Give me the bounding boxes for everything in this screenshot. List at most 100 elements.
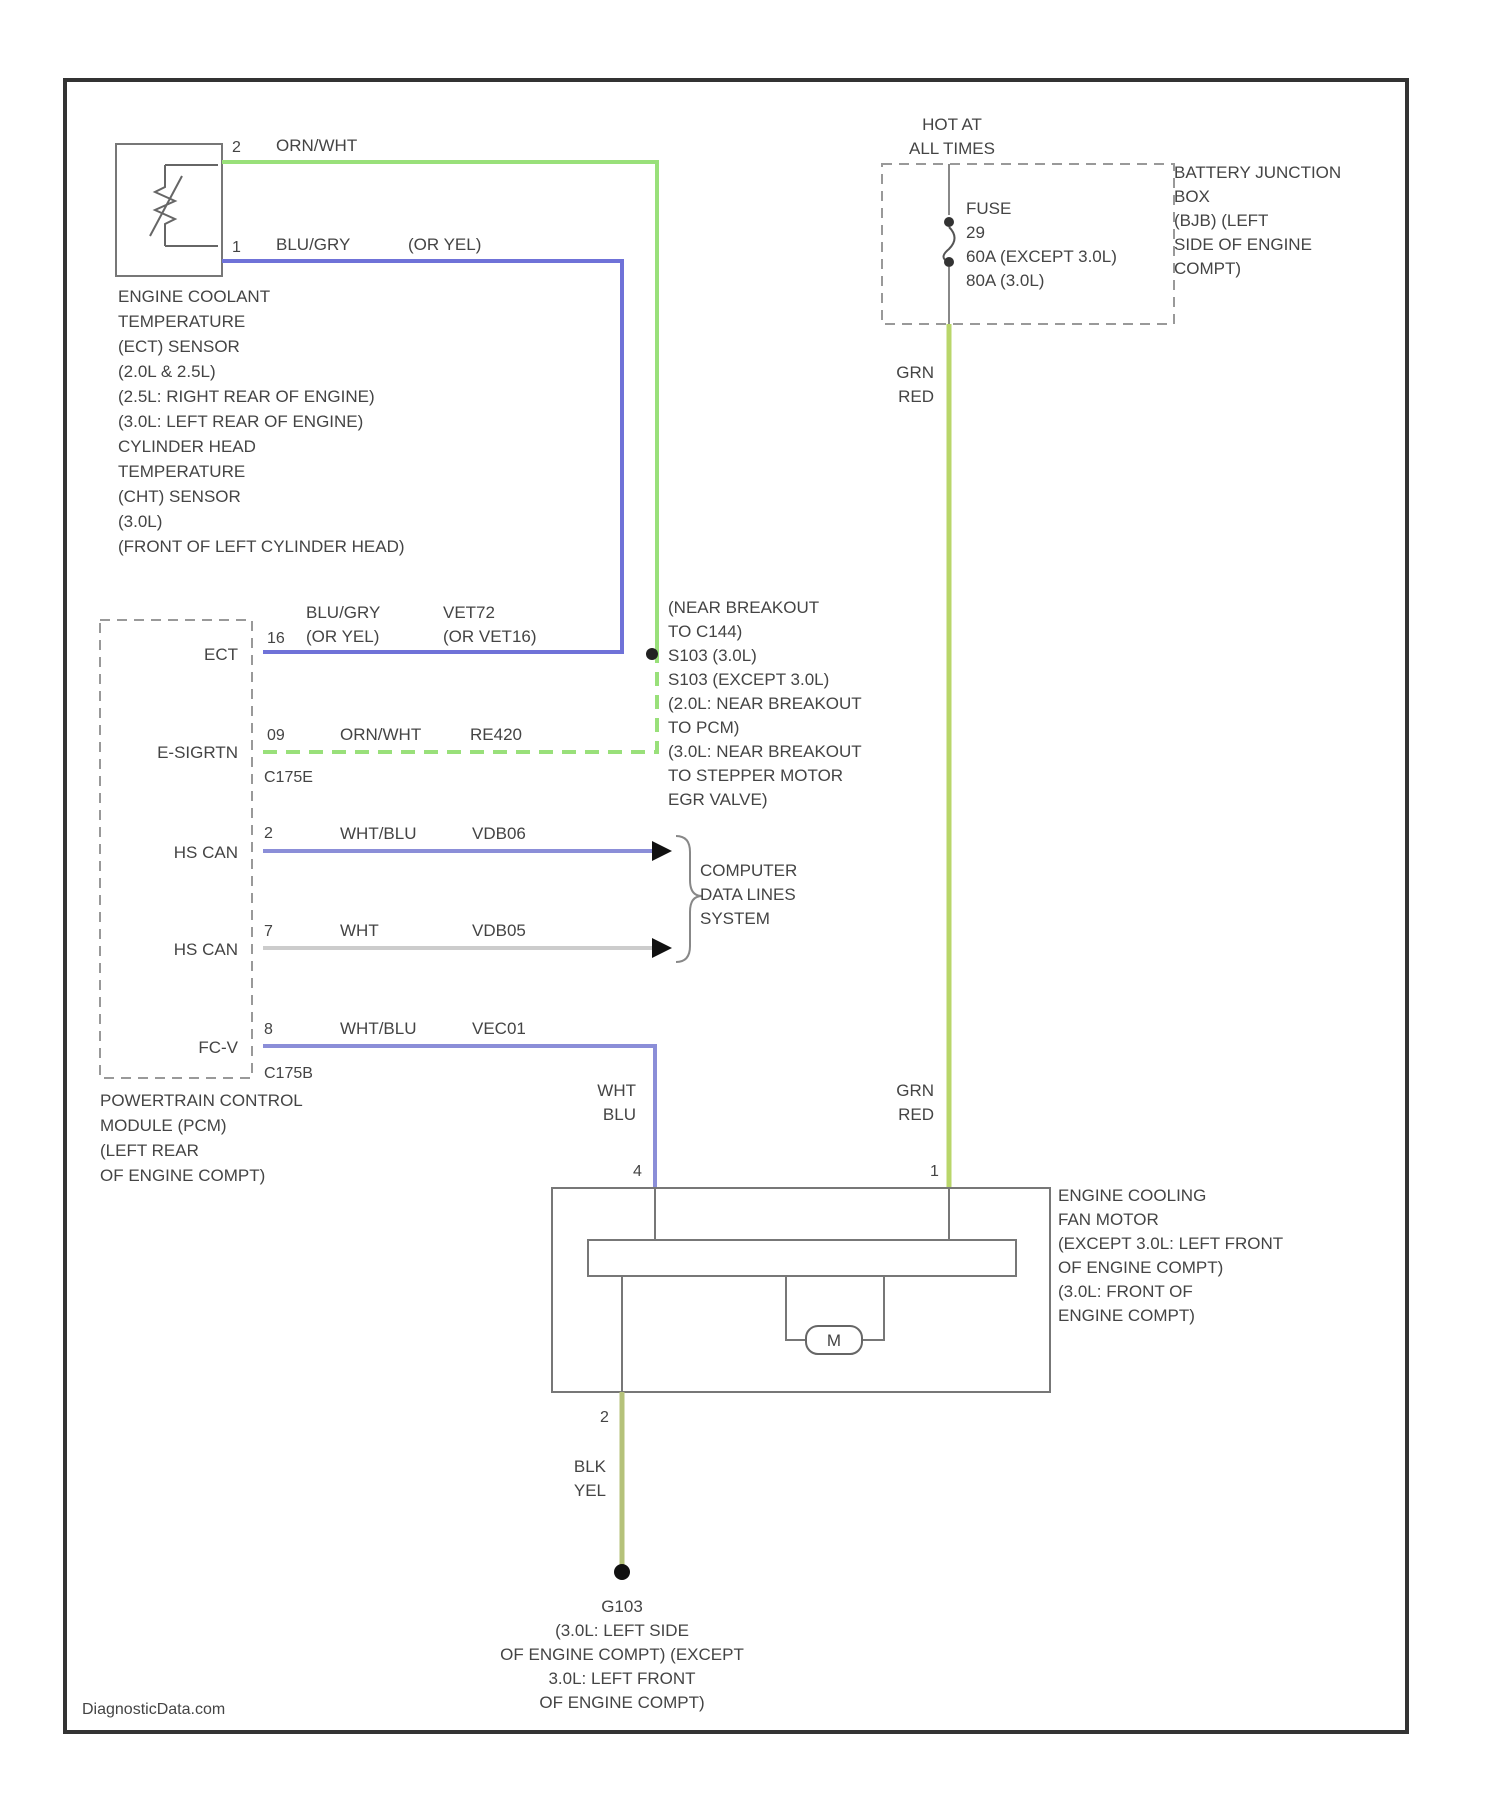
svg-text:SYSTEM: SYSTEM bbox=[700, 909, 770, 928]
svg-text:(BJB) (LEFT: (BJB) (LEFT bbox=[1174, 211, 1268, 230]
svg-text:M: M bbox=[827, 1331, 841, 1350]
pcm-pin-numbers: 16 09 2 7 8 bbox=[264, 630, 285, 1038]
thermistor-icon bbox=[150, 165, 218, 246]
svg-text:(ECT) SENSOR: (ECT) SENSOR bbox=[118, 337, 240, 356]
svg-text:(3.0L): (3.0L) bbox=[118, 512, 162, 531]
svg-text:COMPT): COMPT) bbox=[1174, 259, 1241, 278]
hot-at-all-times-label: HOT AT ALL TIMES bbox=[909, 115, 995, 158]
ground-icon bbox=[614, 1564, 630, 1580]
svg-text:HS CAN: HS CAN bbox=[174, 843, 238, 862]
pcm-ect-wire-a1: BLU/GRY bbox=[306, 603, 380, 622]
svg-text:(FRONT OF LEFT CYLINDER HEAD): (FRONT OF LEFT CYLINDER HEAD) bbox=[118, 537, 405, 556]
svg-text:OF ENGINE COMPT): OF ENGINE COMPT) bbox=[100, 1166, 265, 1185]
svg-text:60A (EXCEPT 3.0L): 60A (EXCEPT 3.0L) bbox=[966, 247, 1117, 266]
svg-text:09: 09 bbox=[267, 727, 285, 744]
svg-text:SIDE OF ENGINE: SIDE OF ENGINE bbox=[1174, 235, 1312, 254]
svg-text:COMPUTER: COMPUTER bbox=[700, 861, 797, 880]
svg-text:3.0L: LEFT FRONT: 3.0L: LEFT FRONT bbox=[548, 1669, 695, 1688]
pcm-connector-c175b: C175B bbox=[264, 1065, 313, 1082]
wire-blu-gry bbox=[222, 261, 622, 652]
svg-text:ENGINE COOLANT: ENGINE COOLANT bbox=[118, 287, 270, 306]
pcm-ect-wire-b2: (OR VET16) bbox=[443, 627, 537, 646]
svg-text:29: 29 bbox=[966, 223, 985, 242]
ect-sensor-label: ENGINE COOLANT TEMPERATURE (ECT) SENSOR … bbox=[118, 287, 405, 556]
fan-right-wire-2: RED bbox=[898, 1105, 934, 1124]
fuse-label: FUSE 29 60A (EXCEPT 3.0L) 80A (3.0L) bbox=[966, 199, 1117, 290]
svg-text:(EXCEPT 3.0L: LEFT FRONT: (EXCEPT 3.0L: LEFT FRONT bbox=[1058, 1234, 1283, 1253]
battery-junction-box bbox=[882, 164, 1174, 324]
svg-text:G103: G103 bbox=[601, 1597, 643, 1616]
svg-text:(2.5L: RIGHT REAR OF ENGINE): (2.5L: RIGHT REAR OF ENGINE) bbox=[118, 387, 375, 406]
svg-text:ALL TIMES: ALL TIMES bbox=[909, 139, 995, 158]
svg-text:ECT: ECT bbox=[204, 645, 238, 664]
hscan-minus-wire-a: WHT bbox=[340, 921, 379, 940]
svg-text:(CHT) SENSOR: (CHT) SENSOR bbox=[118, 487, 241, 506]
svg-text:FC-V: FC-V bbox=[198, 1038, 238, 1057]
fan-pin-right: 1 bbox=[930, 1163, 939, 1180]
pcm-ect-wire-b1: VET72 bbox=[443, 603, 495, 622]
wire-label-blu-gry: BLU/GRY bbox=[276, 235, 350, 254]
svg-text:HOT AT: HOT AT bbox=[922, 115, 982, 134]
svg-text:(NEAR BREAKOUT: (NEAR BREAKOUT bbox=[668, 598, 819, 617]
svg-text:TO STEPPER MOTOR: TO STEPPER MOTOR bbox=[668, 766, 843, 785]
svg-text:BOX: BOX bbox=[1174, 187, 1210, 206]
fuse-terminal-bottom bbox=[944, 257, 954, 267]
svg-text:OF ENGINE COMPT) (EXCEPT: OF ENGINE COMPT) (EXCEPT bbox=[500, 1645, 744, 1664]
svg-text:S103 (3.0L): S103 (3.0L) bbox=[668, 646, 757, 665]
fan-motor-box bbox=[552, 1188, 1050, 1392]
svg-text:FAN MOTOR: FAN MOTOR bbox=[1058, 1210, 1159, 1229]
svg-text:MODULE (PCM): MODULE (PCM) bbox=[100, 1116, 227, 1135]
fan-pin-bottom: 2 bbox=[600, 1409, 609, 1426]
fan-left-wire-1: WHT bbox=[597, 1081, 636, 1100]
svg-text:(LEFT REAR: (LEFT REAR bbox=[100, 1141, 199, 1160]
pcm-connector-c175e: C175E bbox=[264, 769, 313, 786]
svg-text:2: 2 bbox=[264, 825, 273, 842]
diagram-frame bbox=[65, 80, 1407, 1732]
fuse-out-wire-2: RED bbox=[898, 387, 934, 406]
fuse-icon bbox=[944, 227, 955, 262]
splice-label: (NEAR BREAKOUT TO C144) S103 (3.0L) S103… bbox=[668, 598, 862, 809]
ground-label: G103 (3.0L: LEFT SIDE OF ENGINE COMPT) (… bbox=[500, 1597, 744, 1712]
svg-text:BATTERY JUNCTION: BATTERY JUNCTION bbox=[1174, 163, 1341, 182]
svg-text:(3.0L: FRONT OF: (3.0L: FRONT OF bbox=[1058, 1282, 1193, 1301]
watermark: DiagnosticData.com bbox=[82, 1701, 225, 1718]
wire-label-orn-wht: ORN/WHT bbox=[276, 136, 357, 155]
splice-dot bbox=[646, 648, 658, 660]
pcm-sigrtn-wire-b: RE420 bbox=[470, 725, 522, 744]
fan-left-wire-2: BLU bbox=[603, 1105, 636, 1124]
ect-pin-top: 2 bbox=[232, 139, 241, 156]
svg-text:TO PCM): TO PCM) bbox=[668, 718, 739, 737]
svg-text:(2.0L & 2.5L): (2.0L & 2.5L) bbox=[118, 362, 216, 381]
svg-text:TEMPERATURE: TEMPERATURE bbox=[118, 312, 245, 331]
svg-text:HS CAN: HS CAN bbox=[174, 940, 238, 959]
arrow-hs-can-minus bbox=[652, 938, 672, 958]
svg-text:E-SIGRTN: E-SIGRTN bbox=[157, 743, 238, 762]
svg-text:ENGINE COMPT): ENGINE COMPT) bbox=[1058, 1306, 1195, 1325]
wire-label-or-yel: (OR YEL) bbox=[408, 235, 481, 254]
svg-text:16: 16 bbox=[267, 630, 285, 647]
fan-control-module bbox=[588, 1240, 1016, 1276]
svg-text:OF ENGINE COMPT): OF ENGINE COMPT) bbox=[1058, 1258, 1223, 1277]
ect-pin-bottom: 1 bbox=[232, 239, 241, 256]
svg-text:80A (3.0L): 80A (3.0L) bbox=[966, 271, 1044, 290]
svg-text:DATA LINES: DATA LINES bbox=[700, 885, 796, 904]
svg-text:OF ENGINE COMPT): OF ENGINE COMPT) bbox=[539, 1693, 704, 1712]
svg-text:(3.0L: NEAR BREAKOUT: (3.0L: NEAR BREAKOUT bbox=[668, 742, 862, 761]
wire-orn-wht-dashed bbox=[263, 653, 657, 752]
fan-pin-left: 4 bbox=[633, 1163, 642, 1180]
motor-icon: M bbox=[806, 1326, 862, 1354]
svg-text:FUSE: FUSE bbox=[966, 199, 1011, 218]
svg-text:(3.0L: LEFT REAR OF ENGINE): (3.0L: LEFT REAR OF ENGINE) bbox=[118, 412, 363, 431]
fan-right-wire-1: GRN bbox=[896, 1081, 934, 1100]
ground-wire-1: BLK bbox=[574, 1457, 607, 1476]
svg-text:CYLINDER HEAD: CYLINDER HEAD bbox=[118, 437, 256, 456]
svg-text:8: 8 bbox=[264, 1021, 273, 1038]
svg-text:POWERTRAIN CONTROL: POWERTRAIN CONTROL bbox=[100, 1091, 303, 1110]
pcm-ect-wire-a2: (OR YEL) bbox=[306, 627, 379, 646]
wire-wht-blu-fan bbox=[263, 1046, 655, 1188]
svg-text:(2.0L: NEAR BREAKOUT: (2.0L: NEAR BREAKOUT bbox=[668, 694, 862, 713]
ground-wire-2: YEL bbox=[574, 1481, 606, 1500]
data-lines-brace bbox=[676, 836, 702, 962]
svg-text:EGR VALVE): EGR VALVE) bbox=[668, 790, 768, 809]
hscan-plus-wire-b: VDB06 bbox=[472, 824, 526, 843]
